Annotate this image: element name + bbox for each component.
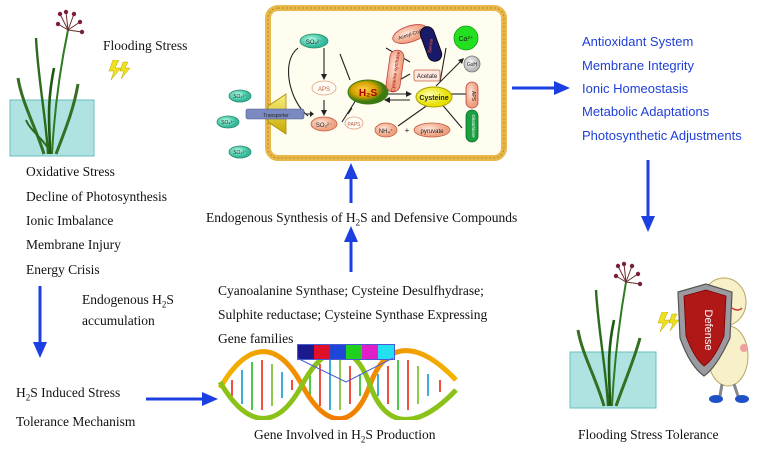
- flooded-plant-illustration: [8, 8, 98, 158]
- lightning-icon: [105, 59, 131, 87]
- svg-text:GsH: GsH: [467, 62, 477, 68]
- outcome-item: Membrane Integrity: [582, 58, 694, 73]
- svg-text:SO₃²⁻: SO₃²⁻: [316, 123, 332, 129]
- lightning-icon: [654, 311, 680, 339]
- gene-band: [378, 345, 394, 359]
- synthesis-label: Endogenous Synthesis of H2S and Defensiv…: [206, 210, 518, 228]
- sulfate-molecule: [299, 33, 329, 49]
- gene-band: [330, 345, 346, 359]
- svg-text:SO₄²⁻: SO₄²⁻: [306, 40, 322, 46]
- svg-text:Acetate: Acetate: [417, 74, 438, 80]
- gene-band: [298, 345, 314, 359]
- gene-caption: Gene Involved in H2S Production: [254, 427, 436, 445]
- arrow-down-icon: [30, 286, 50, 365]
- stress-effect-item: Ionic Imbalance: [26, 213, 114, 228]
- svg-text:SO₄²⁻: SO₄²⁻: [233, 94, 247, 100]
- svg-text:+: +: [405, 126, 410, 135]
- arrow-right-icon: [512, 78, 572, 103]
- svg-text:Serine: Serine: [427, 38, 435, 53]
- stress-effect-item: Decline of Photosynthesis: [26, 189, 167, 204]
- stress-effect-item: Membrane Injury: [26, 237, 121, 252]
- svg-text:pyruvate: pyruvate: [420, 129, 444, 135]
- defense-shield-mascot: Defense: [672, 268, 752, 408]
- induced-tolerance-label: H2S Induced Stress Tolerance Mechanism: [16, 385, 136, 429]
- gene-expansion-lines: [288, 356, 402, 391]
- dna-helix-illustration: [217, 340, 458, 422]
- enzyme-line: Cyanoalanine Synthase; Cysteine Desulfhy…: [218, 283, 484, 298]
- svg-text:Defense: Defense: [702, 310, 714, 351]
- enzyme-line: Sulphite reductase; Cysteine Synthase Ex…: [218, 307, 488, 322]
- cell-diagram: SO₄²⁻ APS SO₃²⁻ PAPS H₂S Cysteine syntha…: [210, 2, 512, 166]
- accumulation-label: Endogenous H2S accumulation: [82, 292, 174, 328]
- svg-text:APS: APS: [318, 87, 330, 93]
- svg-text:SO₄²⁻: SO₄²⁻: [221, 120, 235, 126]
- svg-text:Glutathione: Glutathione: [471, 114, 476, 138]
- svg-text:Ca²⁺: Ca²⁺: [459, 36, 474, 43]
- outcome-item: Metabolic Adaptations: [582, 104, 710, 119]
- arrow-down-icon: [638, 160, 658, 239]
- stress-effect-item: Energy Crisis: [26, 262, 100, 277]
- gene-band: [314, 345, 330, 359]
- flooding-stress-label: Flooding Stress: [103, 38, 188, 53]
- enzyme-list: Cyanoalanine Synthase; Cysteine Desulfhy…: [218, 279, 487, 351]
- gene-band: [362, 345, 378, 359]
- tolerant-plant-illustration: [568, 258, 658, 410]
- gene-band: [346, 345, 362, 359]
- svg-text:Transporter: Transporter: [263, 113, 289, 119]
- svg-text:SO₄²⁻: SO₄²⁻: [233, 150, 247, 156]
- gene-sequence-bar: [297, 344, 395, 360]
- svg-text:PAPS: PAPS: [348, 122, 362, 128]
- svg-text:APS: APS: [470, 91, 476, 102]
- outcome-item: Ionic Homeostasis: [582, 81, 689, 96]
- svg-text:Cysteine synthase: Cysteine synthase: [390, 51, 402, 93]
- arrow-right-icon: [146, 389, 220, 414]
- svg-text:Cysteine: Cysteine: [419, 95, 448, 102]
- svg-text:NH₄⁺: NH₄⁺: [379, 128, 393, 135]
- outcome-item: Photosynthetic Adjustments: [582, 128, 742, 143]
- arrow-up-icon: [341, 163, 361, 210]
- stress-effect-item: Oxidative Stress: [26, 164, 115, 179]
- enzyme-line: Gene families: [218, 331, 294, 346]
- outcome-item: Antioxidant System: [582, 34, 694, 49]
- tolerance-caption: Flooding Stress Tolerance: [578, 427, 719, 442]
- svg-text:H₂S: H₂S: [359, 88, 378, 99]
- arrow-up-icon: [341, 226, 361, 279]
